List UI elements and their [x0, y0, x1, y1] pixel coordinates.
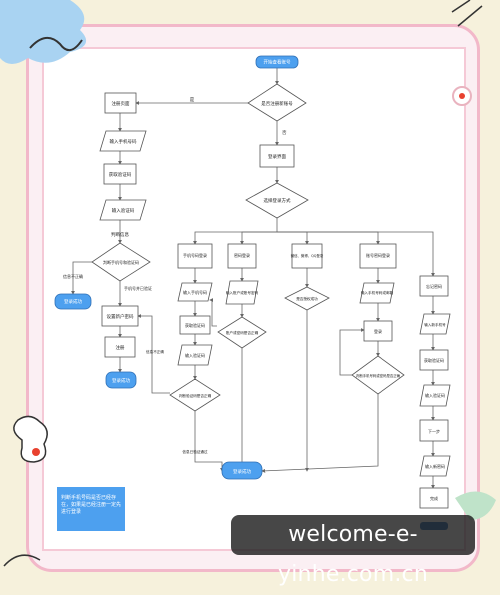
- wrong-info-label: 信息不正确: [63, 273, 83, 279]
- ok-info-label: 信息已验证通过: [182, 449, 208, 454]
- watermark-banner: welcome-e-yinhe.com.cn: [231, 515, 475, 587]
- note-box: 判断手机号码是否已经存在，如果是已经注册一定先进行登录: [57, 487, 125, 531]
- choose-label: 选择登录方式: [264, 197, 291, 204]
- p4-decision: [351, 355, 405, 395]
- f-phone-io: [419, 313, 451, 335]
- p1-get-label: 获取验证码: [185, 322, 205, 328]
- check-register-label: 是否注册新账号: [261, 100, 293, 107]
- get-code-label: 获取验证码: [109, 171, 132, 178]
- f-phone-label: 输入新手机号: [424, 322, 446, 327]
- p1-code-io: [177, 344, 213, 366]
- f-code-label: 输入验证码: [425, 392, 445, 398]
- register-page-label: 注册页面: [112, 100, 130, 107]
- no-label: 否: [282, 130, 287, 136]
- input-code-io: [99, 199, 147, 221]
- leaf-top-right: [451, 0, 483, 27]
- input-phone-io: [99, 130, 147, 152]
- yes-label: 是: [190, 97, 195, 103]
- p4-cond-label: 判断手机号码或密码是否正确: [356, 373, 401, 378]
- phone-login-box: [177, 243, 213, 269]
- connectors: [71, 68, 435, 489]
- judge-cond-label: 判断手机号和验证码: [103, 259, 139, 265]
- p4-input-label: 输入手机号码或邮箱: [361, 290, 394, 295]
- register-page-box: [104, 92, 137, 114]
- forget-label: 忘记密码: [426, 283, 442, 289]
- p4-login-label: 登录: [374, 328, 382, 334]
- f-next-box: [419, 419, 449, 442]
- forget-box: [419, 275, 449, 297]
- p1-cond-label: 判断验证码是否正确: [179, 393, 212, 398]
- input-code-label: 输入验证码: [112, 207, 135, 214]
- pwd-login-box: [227, 243, 257, 269]
- click-register-label: 注册: [116, 344, 125, 351]
- f-new-io: [419, 455, 451, 477]
- start-terminal: [255, 55, 299, 69]
- input-phone-label: 输入手机号码: [110, 138, 137, 145]
- f-get-label: 获取验证码: [424, 357, 444, 363]
- leaf-bottom-right: [455, 491, 496, 520]
- p1-decision: [169, 378, 221, 412]
- account-login-box: [359, 243, 397, 269]
- start-label: 开始查看账号: [264, 59, 291, 66]
- right-info-label: 手机号并已验证: [124, 285, 152, 291]
- f-done-box: [419, 487, 449, 509]
- f-code-io: [419, 384, 451, 407]
- p1-code-label: 输入验证码: [185, 352, 205, 358]
- judge-decision: [91, 242, 151, 282]
- scribble-top-left: [29, 37, 83, 51]
- p2-decision: [217, 316, 267, 349]
- p3-cond-label: 是否授权成功: [296, 296, 318, 301]
- canvas: 开始查看账号 是否注册新账号 是 否 注册页面 输入手机号码 获取验证码 输入验…: [0, 0, 496, 587]
- p4-login-box: [363, 320, 393, 342]
- p1-get-box: [179, 315, 211, 335]
- p2-cond-label: 账户或密码是否正确: [226, 330, 259, 335]
- p3-decision: [284, 286, 330, 311]
- p1-input-label: 输入手机号码: [183, 289, 207, 295]
- decorations: [0, 0, 496, 567]
- scribble-bottom-left: [3, 554, 41, 567]
- p2-input-io: [225, 280, 259, 305]
- end-left2-terminal: [105, 371, 137, 389]
- judge-info-label: 判断信息: [111, 231, 129, 238]
- end-left-label: 登录成功: [64, 298, 82, 305]
- p4-input-io: [359, 282, 395, 304]
- end-center-label: 登录成功: [233, 468, 251, 475]
- phone-login-label: 手机号码登录: [183, 252, 207, 258]
- choose-decision: [245, 182, 309, 219]
- third-login-label: 微信、微博、QQ登录: [291, 253, 324, 258]
- f-next-label: 下一步: [428, 428, 440, 434]
- error-info-label: 信息不正确: [146, 349, 164, 354]
- end-left2-label: 登录成功: [112, 377, 130, 384]
- p1-input-io: [177, 282, 213, 302]
- third-login-box: [291, 243, 323, 269]
- f-done-label: 完成: [430, 495, 438, 501]
- p2-input-label: 输入账户或账号密码: [226, 290, 259, 295]
- set-password-label: 设置新户密码: [107, 313, 134, 320]
- f-new-label: 输入新密码: [425, 463, 445, 469]
- login-page-box: [259, 144, 295, 168]
- f-get-box: [419, 349, 449, 371]
- get-code-box: [103, 163, 137, 185]
- shapes: 开始查看账号 是否注册新账号 是 否 注册页面 输入手机号码 获取验证码 输入验…: [54, 55, 451, 530]
- set-password-box: [101, 305, 139, 327]
- account-login-label: 账号密码登录: [366, 252, 390, 258]
- check-register-decision: [247, 83, 307, 122]
- click-register-box: [104, 336, 136, 358]
- end-left-terminal: [54, 293, 92, 310]
- end-center-terminal: [221, 461, 263, 480]
- pwd-login-label: 密码登录: [234, 252, 250, 258]
- login-page-label: 登录界面: [268, 153, 286, 160]
